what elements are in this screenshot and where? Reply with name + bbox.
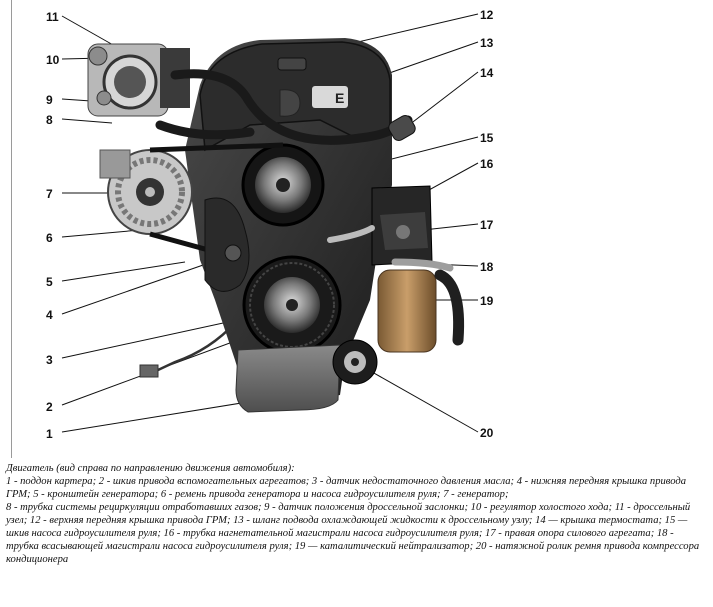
engine-cover-letter: E [335, 90, 344, 106]
left-border-line [11, 0, 12, 458]
callout-14: 14 [480, 66, 494, 80]
callout-20: 20 [480, 426, 494, 440]
callout-8: 8 [46, 113, 53, 127]
callout-7: 7 [46, 187, 53, 201]
thermostat-cover [388, 115, 416, 141]
leader-line-6 [61, 229, 141, 238]
oil-pan [235, 344, 341, 413]
callout-1: 1 [46, 427, 53, 441]
throttle-body [87, 43, 190, 117]
leader-line-5 [61, 261, 186, 282]
callout-13: 13 [480, 36, 494, 50]
callout-16: 16 [480, 157, 494, 171]
leader-line-8 [61, 118, 113, 124]
engine-mount [371, 185, 433, 266]
callout-15: 15 [480, 131, 494, 145]
callout-3: 3 [46, 353, 53, 367]
generator [99, 149, 193, 235]
sensor-wire [157, 321, 237, 372]
callout-4: 4 [46, 308, 53, 322]
callout-2: 2 [46, 400, 53, 414]
power-steering-pulley [241, 143, 325, 227]
leader-line-3 [61, 319, 238, 359]
callout-10: 10 [46, 53, 60, 67]
caption-title: Двигатель (вид справа по направлению дви… [6, 463, 295, 474]
callout-9: 9 [46, 93, 53, 107]
callout-6: 6 [46, 231, 53, 245]
catalytic-converter [377, 269, 465, 353]
callout-11: 11 [46, 10, 59, 24]
lower-timing-cover [204, 197, 250, 292]
figure-caption: Двигатель (вид справа по направлению дви… [6, 462, 708, 605]
callout-12: 12 [480, 8, 494, 22]
sensor-connector [139, 364, 159, 378]
crankshaft-pulley [242, 255, 342, 355]
caption-body-2: 8 - трубка системы рециркуляции отработа… [6, 502, 700, 565]
leader-line-1 [61, 399, 261, 433]
engine-figure: E [11, 0, 494, 458]
callout-17: 17 [480, 218, 494, 232]
caption-body: 1 - поддон картера; 2 - шкив привода всп… [6, 476, 687, 500]
callout-18: 18 [480, 260, 494, 274]
tensioner-roller [332, 339, 378, 385]
power-steering-tubes [327, 225, 454, 272]
leader-line-20 [364, 367, 479, 433]
callout-5: 5 [46, 275, 53, 289]
callout-19: 19 [480, 294, 494, 308]
leader-line-14 [404, 71, 479, 129]
engine-illustration: E [61, 13, 479, 433]
